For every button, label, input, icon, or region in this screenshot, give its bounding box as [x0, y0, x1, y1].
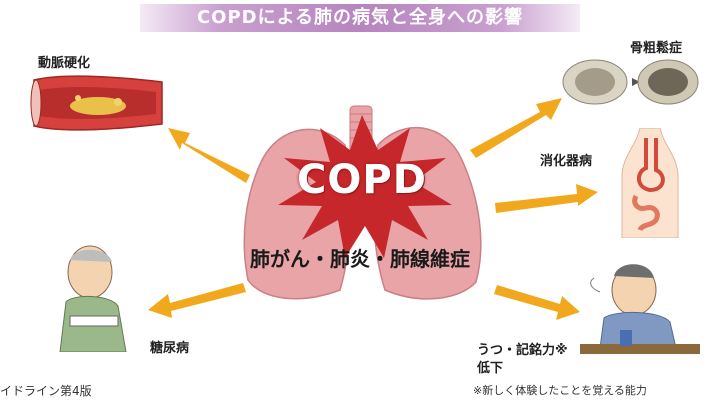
- depression-person-illustration: [580, 264, 700, 354]
- copd-burst: [278, 115, 452, 258]
- artery-illustration: [30, 75, 163, 131]
- arrow-to-diabetes: [148, 283, 246, 318]
- diabetes-person-illustration: [59, 245, 127, 352]
- digestive-label: 消化器病: [540, 154, 593, 169]
- arrow-to-osteoporosis: [470, 98, 562, 158]
- arrow-to-arteriosclerosis: [168, 128, 250, 183]
- arrow-to-digestive: [495, 184, 598, 213]
- diabetes-label: 糖尿病: [150, 341, 190, 356]
- osteoporosis-label: 骨粗鬆症: [630, 41, 683, 56]
- arteriosclerosis-label: 動脈硬化: [38, 56, 91, 71]
- source-text: イドライン第4版: [0, 384, 92, 398]
- diagram-title: COPDによる肺の病気と全身への影響: [140, 4, 580, 32]
- depression-label-line2: 低下: [477, 361, 504, 376]
- copd-label: COPD: [297, 157, 427, 203]
- bone-illustration: [562, 59, 699, 105]
- digestive-illustration: [621, 128, 679, 238]
- depression-label-line1: うつ・記銘力※: [477, 343, 568, 358]
- lung-diseases-label: 肺がん・肺炎・肺線維症: [250, 247, 470, 271]
- arrow-to-depression: [494, 285, 580, 320]
- footnote: ※新しく体験したことを覚える能力: [473, 384, 647, 397]
